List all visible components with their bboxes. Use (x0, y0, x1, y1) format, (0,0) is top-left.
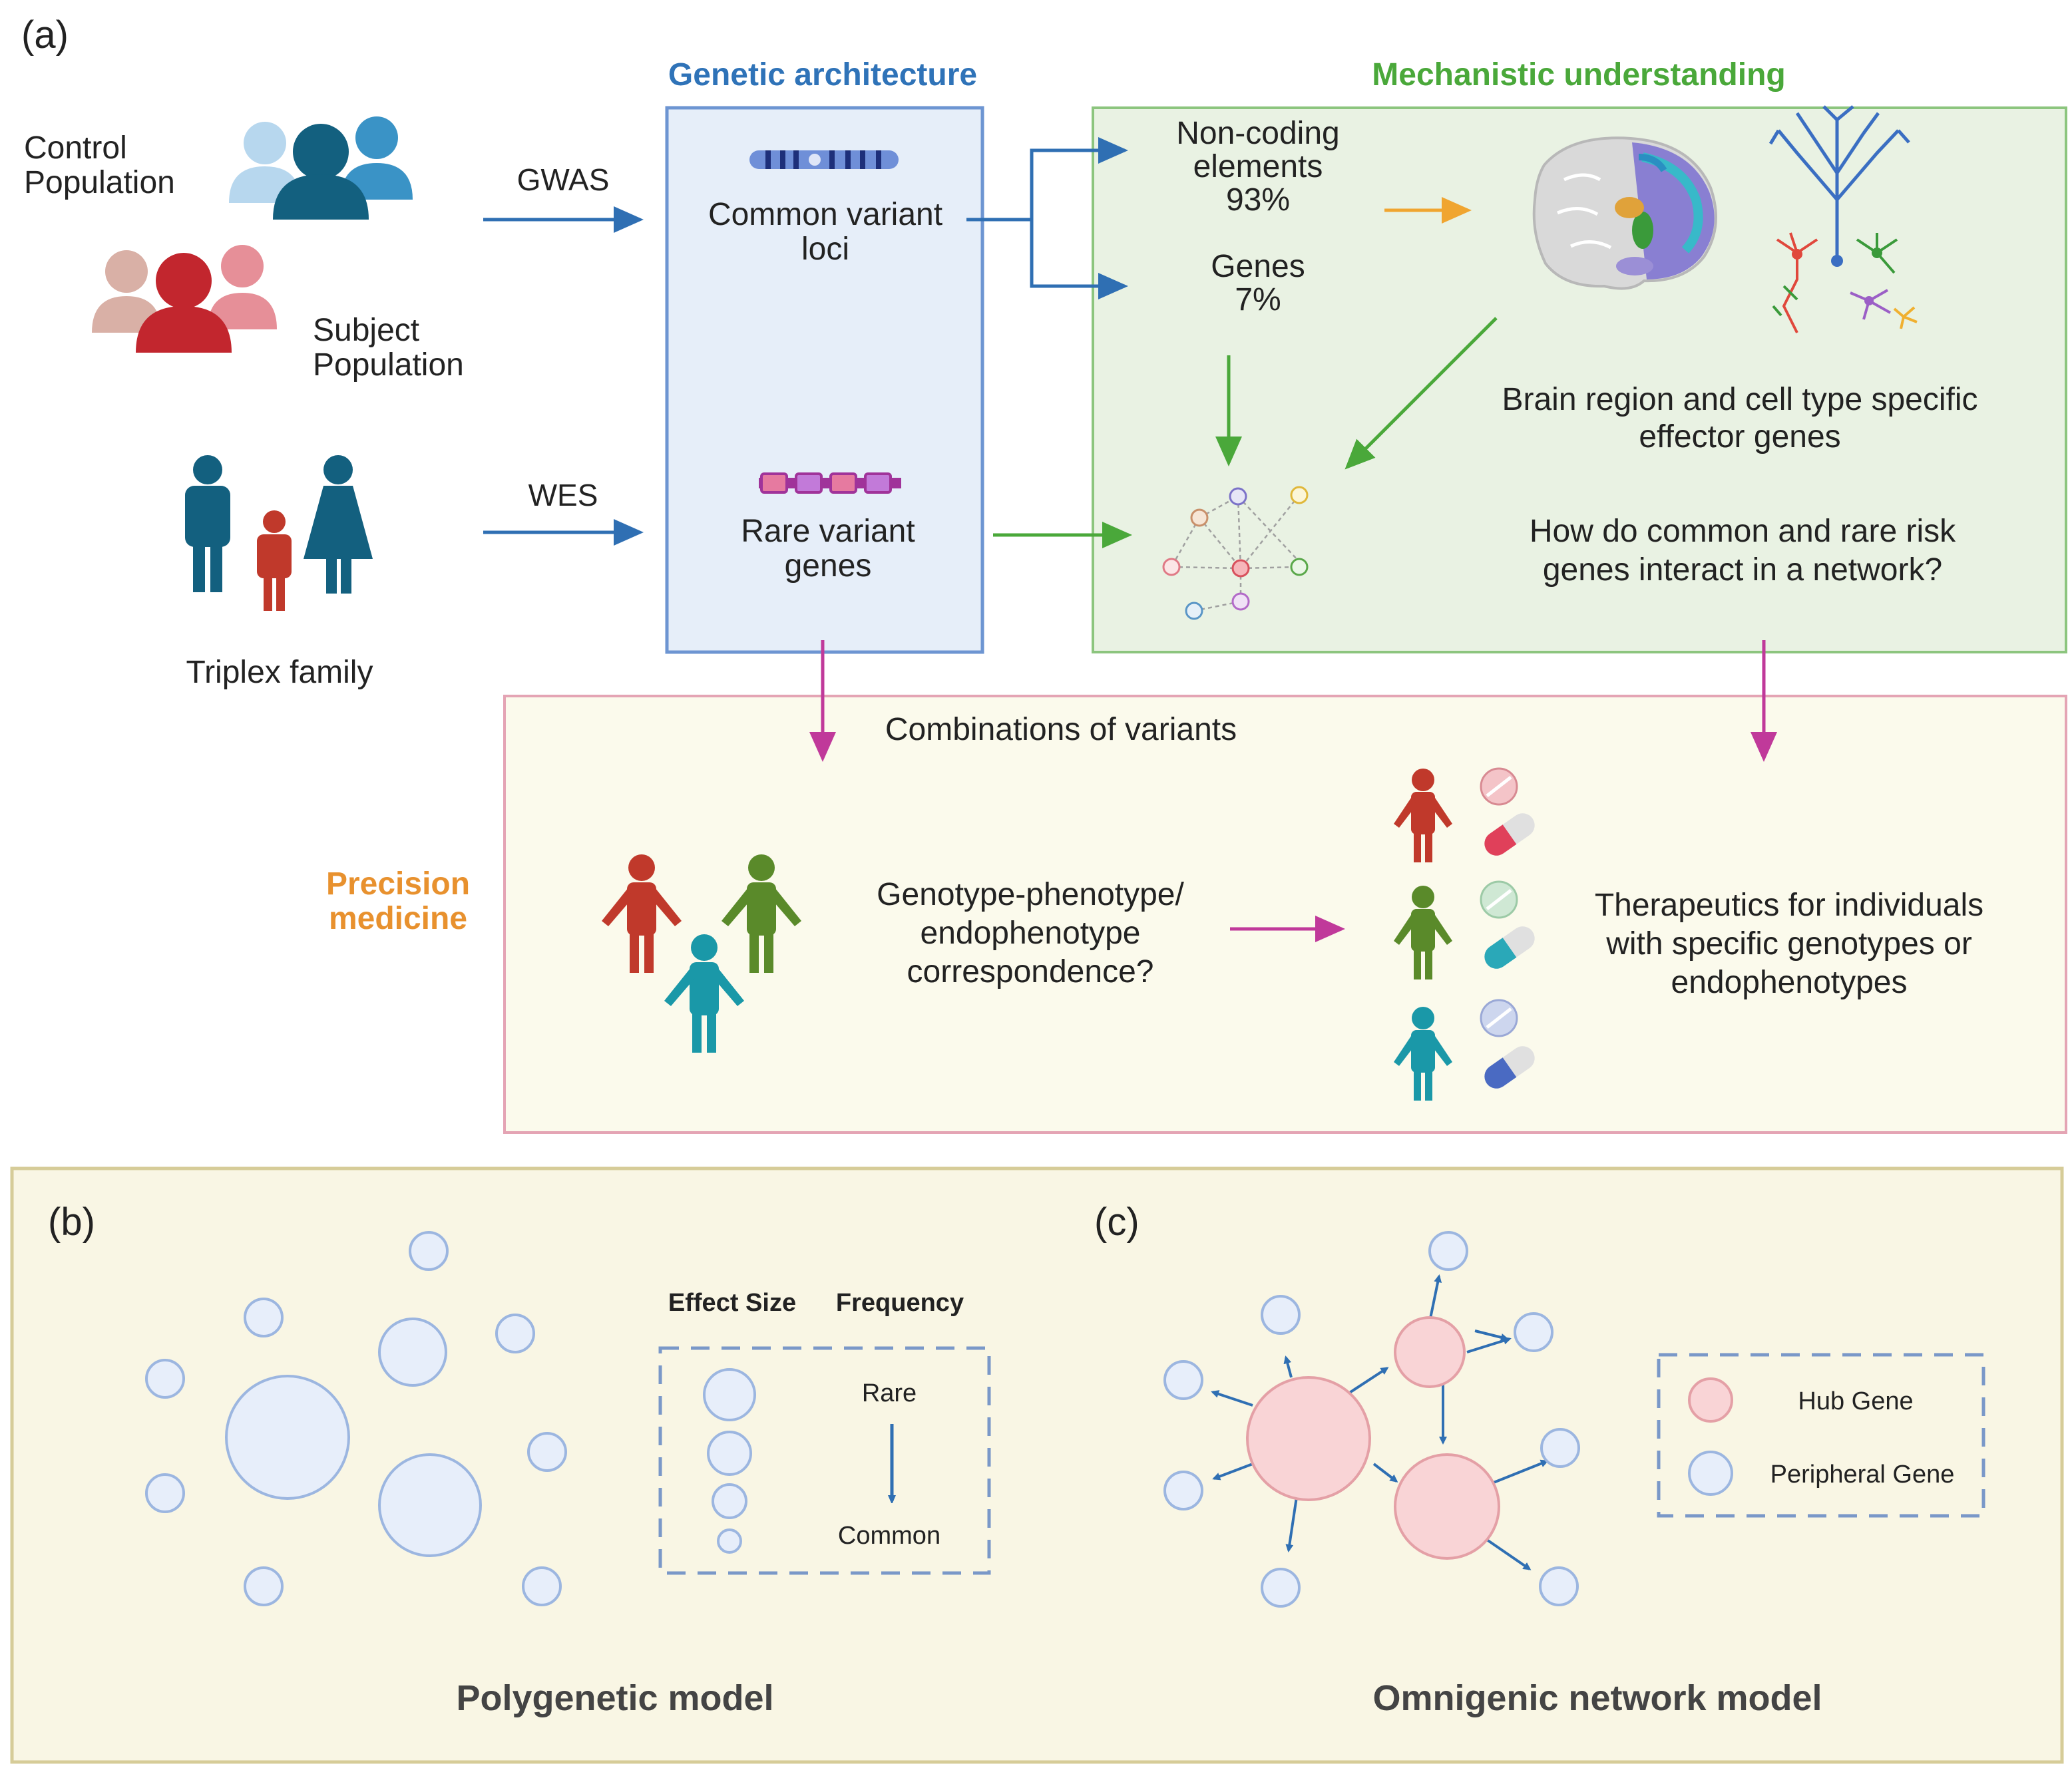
rare-variant-chromosome-icon (759, 472, 901, 494)
control-population-icon (229, 116, 413, 220)
subject-population-icon (92, 245, 277, 353)
triplex-family-icon (185, 455, 373, 611)
capsule-teal-icon (1484, 926, 1535, 969)
pill-red-icon (1480, 767, 1518, 806)
panel-c-label: (c) (1094, 1200, 1140, 1244)
patient-group-icon (602, 854, 801, 1053)
brain-icon (1532, 136, 1717, 290)
panel-a-label: (a) (21, 13, 69, 57)
effect-size-header: Effect Size (668, 1289, 796, 1317)
peripheral-gene (1428, 1231, 1468, 1271)
peripheral-gene (1261, 1568, 1301, 1608)
rare-label: Rare (862, 1379, 917, 1407)
gene-circle (145, 1359, 185, 1399)
polygenetic-gene-circles (145, 1231, 567, 1606)
omnigenic-model-title: Omnigenic network model (1372, 1678, 1822, 1718)
capsule-red-icon (1484, 813, 1535, 856)
gene-circle (409, 1231, 449, 1271)
hub-gene-legend-swatch (1688, 1377, 1733, 1423)
polygenetic-model-title: Polygenetic model (456, 1678, 773, 1718)
peripheral-gene (1514, 1312, 1554, 1352)
gene-circle (522, 1566, 562, 1606)
gene-network-icon (1162, 486, 1309, 620)
hub-gene (1394, 1316, 1466, 1388)
pill-green-icon (1480, 880, 1518, 919)
peripheral-gene-legend-label: Peripheral Gene (1770, 1461, 1955, 1489)
wes-label: WES (528, 478, 598, 512)
effect-size-legend-box (658, 1346, 991, 1575)
common-to-branch-connector (966, 137, 1128, 222)
hub-genes (1246, 1316, 1500, 1560)
hub-gene (1394, 1453, 1500, 1560)
header-genetic-architecture: Genetic architecture (668, 57, 977, 92)
pill-blue-icon (1480, 999, 1518, 1037)
peripheral-gene (1163, 1360, 1203, 1400)
gene-circle (527, 1432, 567, 1472)
individual-red-icon (1394, 769, 1452, 862)
omnigenic-arrows (1211, 1274, 1549, 1570)
genetic-architecture-box (665, 106, 984, 654)
gwas-label: GWAS (517, 162, 610, 197)
branch-to-genes-arrow (1030, 220, 1128, 299)
header-mechanistic-understanding: Mechanistic understanding (1372, 57, 1785, 92)
frequency-header: Frequency (836, 1289, 964, 1317)
brain-to-network-arrow (1345, 317, 1498, 470)
peripheral-gene (1261, 1295, 1301, 1335)
individual-teal-icon (1394, 1007, 1452, 1101)
hub-gene-legend-label: Hub Gene (1798, 1387, 1913, 1415)
gene-circle (244, 1298, 284, 1337)
peripheral-gene-legend-swatch (1688, 1451, 1733, 1496)
gene-circle (225, 1375, 350, 1500)
common-variant-chromosome-icon (749, 150, 899, 169)
effect-size-scale-circles (703, 1368, 756, 1554)
gene-circle (244, 1566, 284, 1606)
gene-type-legend-box (1657, 1353, 1985, 1518)
individual-green-icon (1394, 886, 1452, 979)
gene-circle (378, 1318, 447, 1387)
peripheral-genes (1163, 1231, 1580, 1608)
peripheral-gene (1539, 1566, 1579, 1606)
capsule-blue-icon (1484, 1046, 1535, 1089)
gene-circle (145, 1473, 185, 1513)
combinations-label: Combinations of variants (885, 712, 1237, 747)
gene-circle (495, 1314, 535, 1353)
neuron-icon (1768, 105, 1918, 333)
common-label: Common (838, 1522, 940, 1550)
hub-gene (1246, 1376, 1371, 1501)
triplex-family-label: Triplex family (186, 655, 373, 690)
panel-b-label: (b) (48, 1200, 95, 1244)
peripheral-gene (1540, 1428, 1580, 1468)
peripheral-gene (1163, 1471, 1203, 1510)
gene-circle (378, 1453, 482, 1557)
